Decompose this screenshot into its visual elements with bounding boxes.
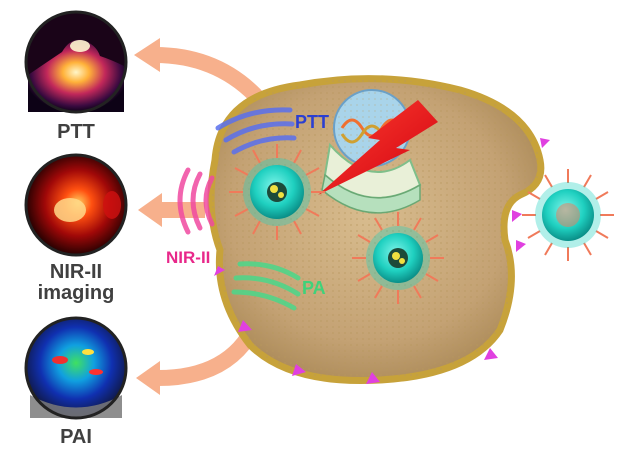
nir-ii-image: [24, 153, 128, 257]
pai-image: [24, 316, 128, 420]
nir-ii-imaging-label: NIR-II imaging: [37, 261, 115, 304]
pai-label: PAI: [60, 426, 92, 448]
cell-pa-label: PA: [302, 278, 326, 298]
arrow-to-ptt: [134, 38, 263, 103]
ptt-thermal-image: [24, 10, 128, 114]
cell-nir-ii-label: NIR-II: [166, 248, 211, 267]
cell-ptt-label: PTT: [295, 112, 329, 132]
laser-bolt-icon: [318, 100, 438, 195]
ptt-wave-icon: [215, 107, 297, 155]
nanoparticle-3: [522, 169, 614, 261]
ptt-label: PTT: [57, 121, 95, 143]
nir-ii-wave-icon: [177, 167, 215, 235]
nanoparticle-2: [352, 212, 444, 304]
nanoparticle-1: [229, 144, 325, 240]
arrow-to-pai: [136, 317, 263, 395]
pa-wave-icon: [231, 261, 301, 311]
